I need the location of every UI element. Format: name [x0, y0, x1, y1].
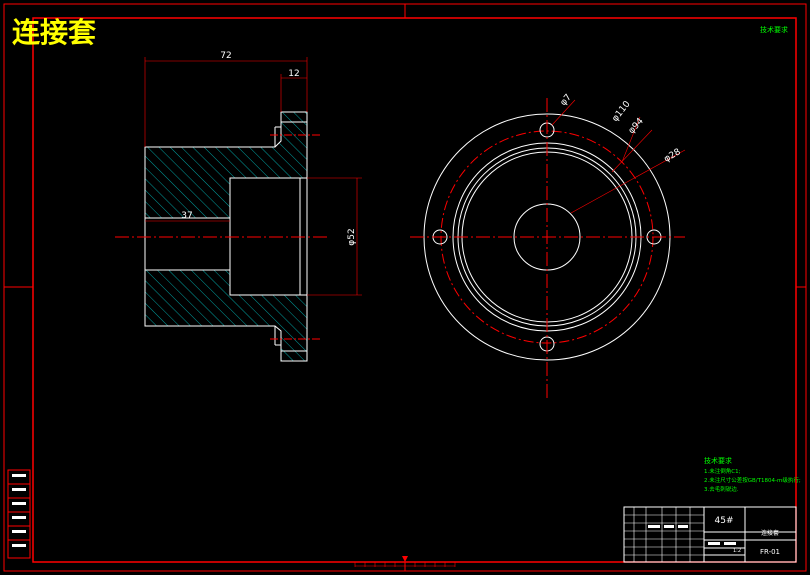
bottom-scale-ticks — [354, 562, 456, 567]
section-view: 72 12 37 φ52 — [115, 51, 362, 362]
dim-pitch-diameter: φ94 — [627, 116, 646, 136]
lower-bolt-hole-section — [280, 350, 308, 362]
part-name-label: 连接套 — [761, 529, 779, 537]
technical-notes: 技术要求 1.未注倒角C1; 2.未注尺寸公差按GB/T1804-m级执行; 3… — [704, 456, 801, 493]
dim-bore-depth: 37 — [181, 211, 192, 221]
notes-line-3: 3.去毛刺锐边. — [704, 485, 739, 493]
dim-inner-diameter: φ28 — [663, 147, 683, 164]
notes-line-1: 1.未注倒角C1; — [704, 467, 741, 475]
dim-overall-length: 72 — [220, 51, 231, 61]
orientation-arrow-icon — [402, 556, 408, 562]
dim-bore-diameter: φ52 — [347, 228, 357, 245]
upper-bolt-hole-section — [280, 111, 308, 123]
end-view: φ7 φ110 φ94 φ28 — [410, 93, 686, 400]
left-margin-stamp — [7, 469, 31, 559]
notes-line-2: 2.未注尺寸公差按GB/T1804-m级执行; — [704, 476, 801, 484]
scale-label: 1:2 — [733, 548, 741, 554]
outer-frame — [3, 3, 807, 572]
notes-heading: 技术要求 — [704, 456, 732, 465]
drawing-number-label: FR-01 — [760, 548, 780, 556]
dim-outer-diameter: φ110 — [610, 99, 632, 124]
drawing-title: 连接套 — [12, 16, 97, 49]
corner-label: 技术要求 — [760, 25, 788, 34]
inner-frame — [32, 17, 797, 563]
dim-flange-thickness: 12 — [288, 69, 299, 79]
lower-section-hatch — [144, 269, 308, 352]
material-label: 45# — [715, 516, 734, 526]
upper-section-hatch — [144, 121, 308, 219]
title-block: 45# 连接套 FR-01 1:2 — [623, 506, 797, 563]
dim-hole-diameter: φ7 — [559, 93, 574, 108]
